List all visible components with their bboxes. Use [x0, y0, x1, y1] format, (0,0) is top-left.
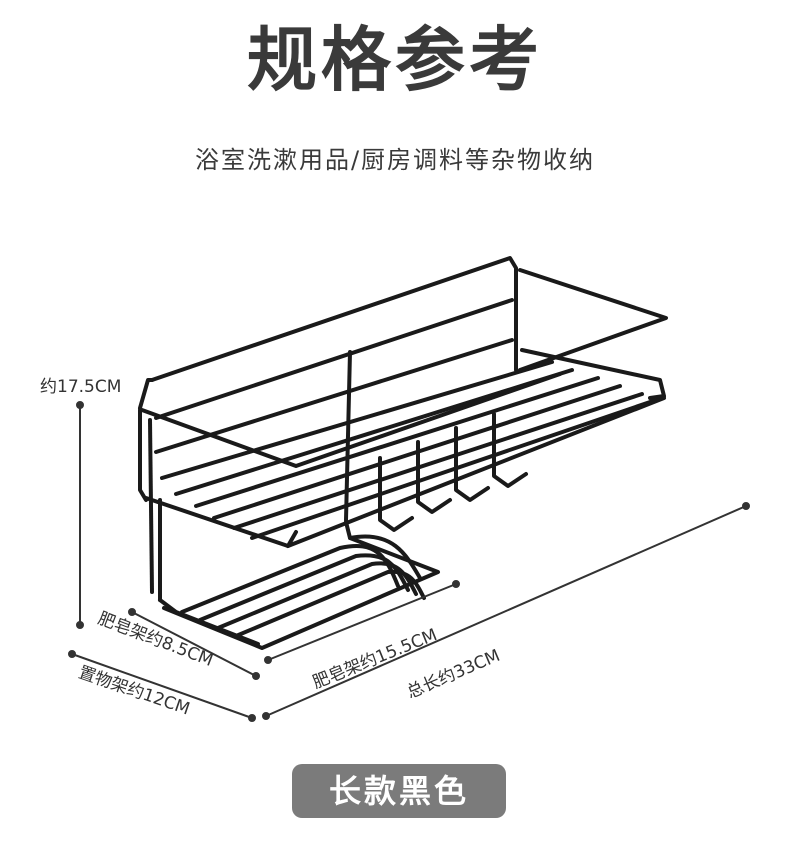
rack-front-top [140, 372, 562, 468]
soap-tray-curve [348, 534, 422, 580]
soap-depth-dimension-line [131, 611, 257, 677]
rack-back-rail-1 [154, 298, 514, 420]
rack-back-rail-2 [154, 338, 514, 454]
variant-button-long-black[interactable]: 长款黑色 [292, 764, 506, 818]
page-title: 规格参考 [247, 19, 543, 101]
shelf-depth-dimension-line [71, 653, 253, 719]
rack-front-bottom [144, 496, 298, 548]
rack-left-front-post [138, 408, 148, 502]
rack-right-side [518, 268, 668, 372]
hook [454, 426, 490, 502]
rack-left-frame [138, 378, 154, 410]
hook [416, 440, 452, 514]
shelf-bar [174, 368, 574, 496]
soap-tray-bar [216, 561, 418, 630]
rack-right-rail [520, 348, 666, 400]
soap-tray-lower [158, 598, 260, 646]
soap-tray-bar [234, 569, 426, 638]
rack-back-frame [150, 256, 518, 382]
hook [492, 412, 528, 488]
soap-tray-bar [180, 544, 400, 614]
height-dimension-label: 约17.5CM [40, 377, 122, 397]
shelf-bar [232, 392, 644, 530]
soap-tray-bar [198, 553, 410, 622]
rack-left-back-post [148, 418, 154, 594]
shelf-bar [160, 360, 554, 480]
page-subtitle: 浴室洗漱用品/厨房调料等杂物收纳 [194, 146, 596, 174]
hook [378, 456, 414, 532]
shelf-front-rail [286, 396, 666, 548]
total-length-dimension-line [265, 505, 747, 717]
rack-center-post [344, 350, 352, 522]
shelf-bar [194, 376, 600, 508]
soap-width-dimension-line [267, 583, 457, 661]
